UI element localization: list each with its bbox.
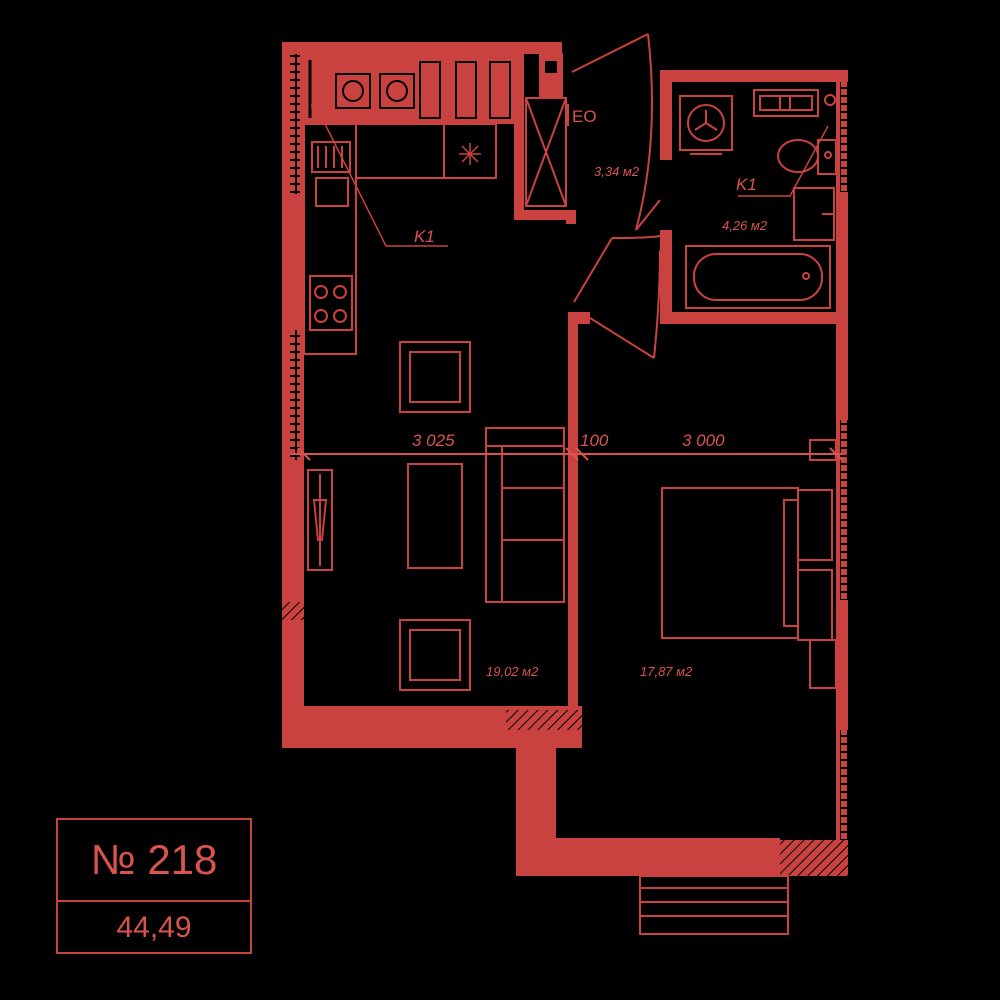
balcony-steps — [639, 875, 789, 935]
bedroom-area: 17,87 м2 — [640, 664, 693, 679]
fan-icon — [459, 143, 481, 165]
bathroom-area: 4,26 м2 — [722, 218, 768, 233]
living-area: 19,02 м2 — [486, 664, 539, 679]
bathroom-fixtures — [679, 89, 837, 309]
kitchen-riser-tag: K1 — [414, 227, 435, 246]
panel-tag: ЕО — [572, 107, 597, 126]
living-furniture — [307, 341, 565, 691]
bath-riser-tag: K1 — [736, 175, 757, 194]
bedroom-furniture — [661, 439, 837, 689]
insulation-strips — [282, 54, 848, 876]
bath-riser-leader — [738, 125, 829, 197]
ventilation-shaft — [525, 53, 567, 207]
apartment-card: № 218 44,49 — [56, 818, 252, 954]
hall-area: 3,34 м2 — [594, 164, 640, 179]
kitchen-riser-leader — [317, 109, 448, 247]
dim-partition: 100 — [580, 431, 609, 450]
dim-right: 3 000 — [682, 431, 725, 450]
apartment-total-area: 44,49 — [116, 911, 192, 944]
dim-left: 3 025 — [412, 431, 455, 450]
interior-partitions — [514, 54, 848, 710]
kitchen-top-block — [304, 54, 514, 124]
doors — [571, 33, 661, 359]
card-divider — [58, 900, 250, 902]
apartment-number: № 218 — [90, 836, 218, 883]
dimension-line — [290, 447, 843, 461]
